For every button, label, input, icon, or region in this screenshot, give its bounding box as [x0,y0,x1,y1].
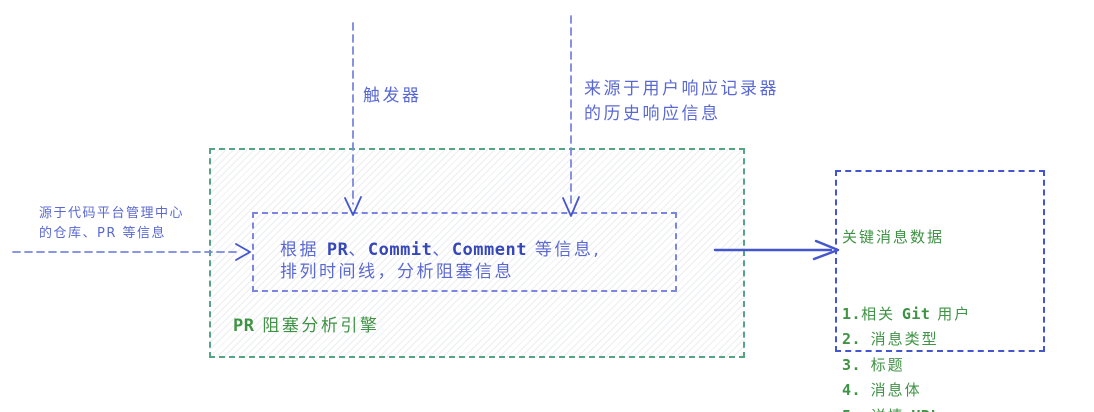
process-line2: 排列时间线，分析阻塞信息 [280,262,514,282]
zh-text: 消息类型 [870,330,939,348]
repo-source-line2: 的仓库、PR 等信息 [39,226,167,241]
latin-text: 5. [842,407,871,412]
engine-title-latin: PR [233,316,255,336]
output-list-item: 1.相关 Git 用户 [842,302,1043,328]
process-box [252,212,677,292]
history-source-line2: 的历史响应信息 [584,104,721,124]
zh-text: 用户 [930,304,972,323]
latin-text: Comment [451,240,527,260]
output-list-item: 2. 消息类型 [842,327,1043,353]
latin-text: 2. [842,330,871,348]
output-list-item: 3. 标题 [842,353,1043,379]
zh-text: 根据 [280,240,327,260]
process-line1: 根据 PR、Commit、Comment 等信息, [280,239,601,261]
output-list-item: 4. 消息体 [842,378,1043,404]
latin-text: 3. [842,355,871,374]
history-source-line1: 来源于用户响应记录器 [584,79,779,99]
zh-text: 标题 [870,355,905,374]
trigger-label: 触发器 [363,86,422,106]
repo-source-label: 源于代码平台管理中心 的仓库、PR 等信息 [39,204,184,244]
engine-title: PR 阻塞分析引擎 [233,311,379,336]
engine-box [209,148,745,358]
latin-text: 4. [842,381,871,399]
process-description: 根据 PR、Commit、Comment 等信息, 排列时间线，分析阻塞信息 [280,239,601,283]
output-title: 关键消息数据 [842,228,945,246]
engine-title-zh: 阻塞分析引擎 [254,316,380,336]
zh-text: 、 [348,240,368,260]
zh-text: 消息体 [870,381,922,399]
zh-text: 相关 [861,304,902,323]
latin-text: 1. [842,304,862,323]
zh-text: 、 [432,240,452,260]
zh-text: 详情 [871,407,912,412]
zh-text: 等信息, [526,240,602,260]
history-source-label: 来源于用户响应记录器 的历史响应信息 [584,77,779,127]
repo-source-line1: 源于代码平台管理中心 [39,206,185,221]
latin-text: Git [901,304,931,323]
latin-text: PR [326,240,349,260]
latin-text: URL [911,407,940,412]
output-list-item: 5. 详情 URL [842,404,1043,412]
latin-text: Commit [367,240,433,260]
